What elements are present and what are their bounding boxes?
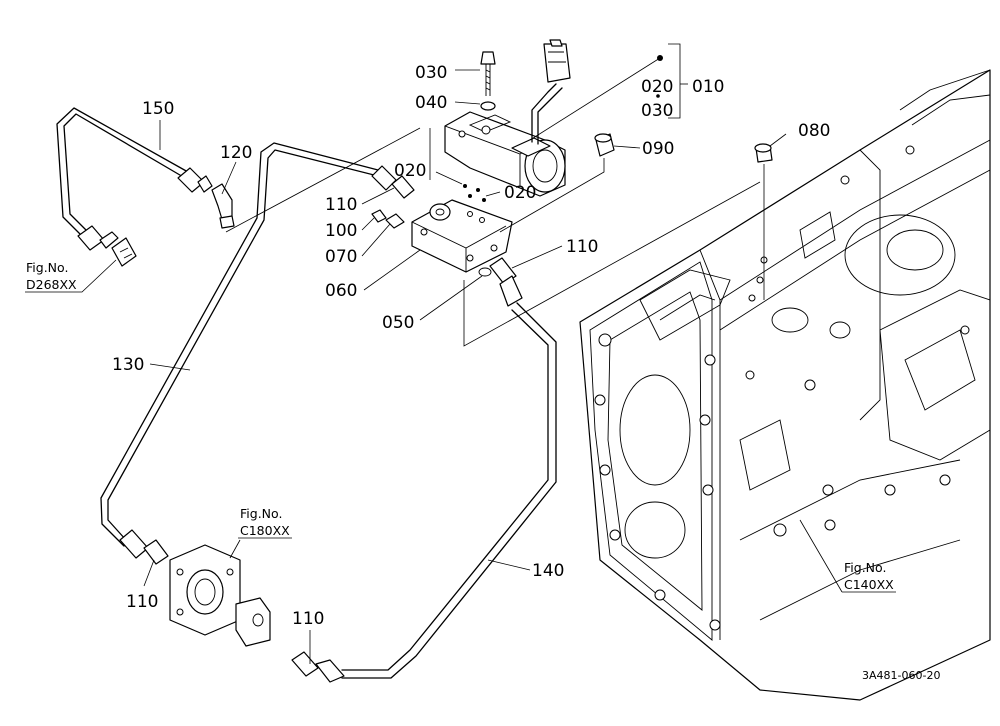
callout-020-upper: 020	[394, 161, 426, 181]
washer-040	[480, 101, 496, 111]
fitting-d268	[77, 225, 137, 267]
pipe-150	[56, 107, 189, 241]
diagram-code: 3A481-060-20	[862, 669, 940, 682]
pipe-140	[341, 302, 557, 679]
plug-080	[754, 143, 773, 163]
pipe-130	[100, 142, 383, 547]
callout-080: 080	[798, 121, 830, 141]
fitting-110-top	[371, 165, 415, 199]
valve-block-060	[411, 199, 513, 273]
plug-070	[385, 213, 405, 229]
callout-110-valve-right: 110	[566, 237, 598, 257]
figref-c180-code: C180XX	[240, 523, 290, 538]
callout-110-valve-left: 110	[325, 195, 357, 215]
callout-030-kit: 030	[641, 101, 673, 121]
callout-060: 060	[325, 281, 357, 301]
screw-030	[480, 51, 496, 96]
transmission-case	[579, 69, 991, 701]
callout-010: 010	[692, 77, 724, 97]
callout-140: 140	[532, 561, 564, 581]
callout-120: 120	[220, 143, 252, 163]
callout-070: 070	[325, 247, 357, 267]
elbow-120	[211, 183, 235, 229]
pump-flange-c180	[169, 544, 271, 647]
figref-c180-label: Fig.No.	[240, 506, 282, 521]
figref-c140-label: Fig.No.	[844, 560, 886, 575]
figref-d268-code: D268XX	[26, 277, 77, 292]
pins-020	[463, 184, 486, 202]
leader-lines	[25, 43, 896, 664]
plug-100	[371, 209, 387, 223]
fitting-110-lower-left	[119, 529, 169, 565]
callout-100: 100	[325, 221, 357, 241]
solenoid-valve	[444, 39, 571, 197]
callout-020-kit: 020	[641, 77, 673, 97]
callout-110-lower-right: 110	[292, 609, 324, 629]
callout-110-lower-left: 110	[126, 592, 158, 612]
callout-050: 050	[382, 313, 414, 333]
fitting-110-lower-right	[291, 651, 345, 683]
figref-c140-code: C140XX	[844, 577, 894, 592]
callout-150: 150	[142, 99, 174, 119]
callout-130: 130	[112, 355, 144, 375]
plug-090	[594, 133, 615, 157]
callout-040: 040	[415, 93, 447, 113]
callout-090: 090	[642, 139, 674, 159]
figref-d268-label: Fig.No.	[26, 260, 68, 275]
callout-030-screw: 030	[415, 63, 447, 83]
o-ring-050	[478, 267, 492, 277]
fitting-110-valve	[489, 257, 523, 307]
fitting-150-end	[177, 167, 213, 193]
callout-020-right: 020	[504, 183, 536, 203]
